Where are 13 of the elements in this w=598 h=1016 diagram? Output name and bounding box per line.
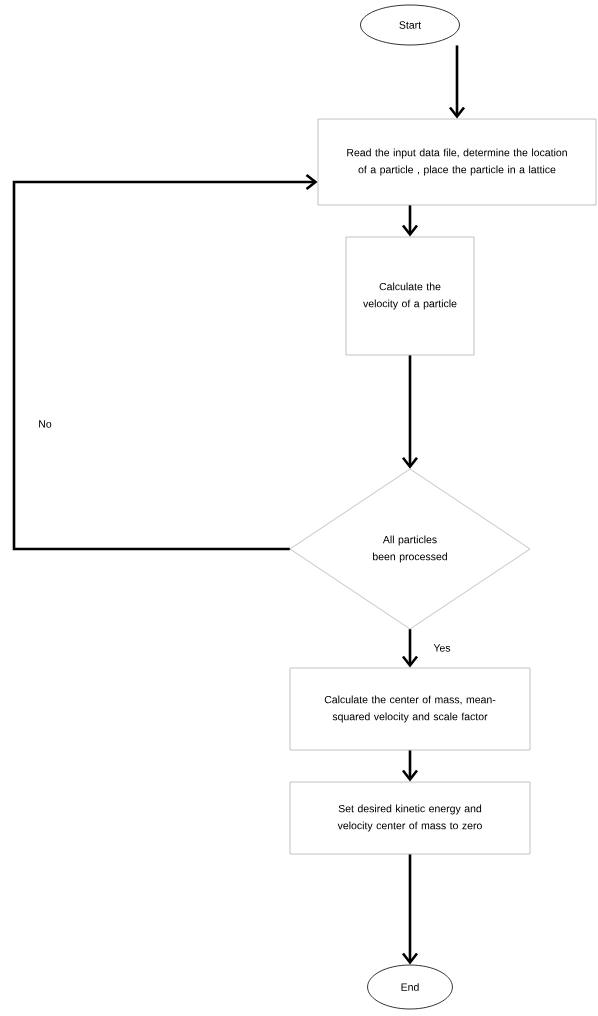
edge-label: No <box>37 419 53 429</box>
arrow <box>12 173 318 551</box>
process-box: Set desired kinetic energy and velocity center of mass to zero <box>289 781 531 855</box>
edge-label: Yes <box>432 643 452 653</box>
process-box: Read the input data file, determine the location of a particle , place the particle in a lattice <box>317 118 597 206</box>
arrow <box>448 45 466 119</box>
process-box: Calculate the center of mass, mean-squared velocity and scale factor <box>289 667 531 751</box>
arrow <box>401 629 419 668</box>
arrow <box>401 355 419 469</box>
arrow <box>401 205 419 237</box>
arrow <box>401 750 419 782</box>
process-box: Calculate the velocity of a particle <box>345 236 475 356</box>
arrow <box>401 854 419 965</box>
